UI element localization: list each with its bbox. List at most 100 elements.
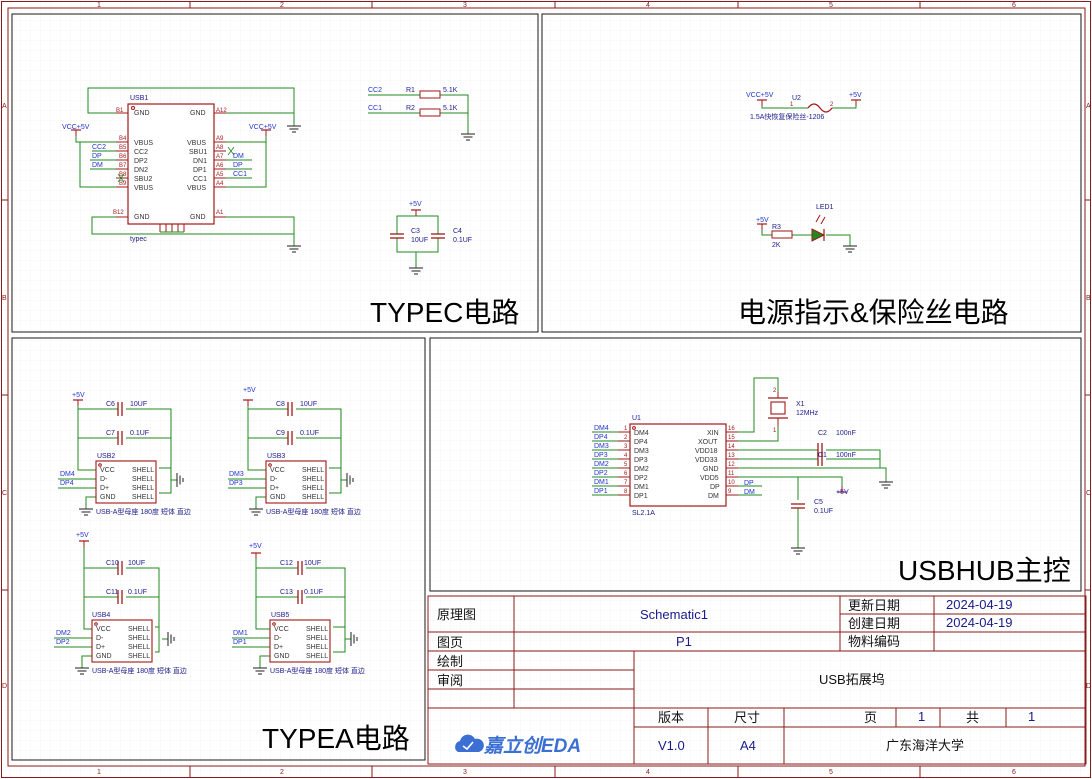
usb5-shell-2: SHELL (306, 635, 328, 642)
ruler-col-1: 1 (97, 2, 101, 9)
c4-value: 0.1UF (453, 237, 472, 244)
hub-net-dp3: DP3 (594, 452, 608, 459)
typec-net-cc2: CC2 (92, 144, 106, 151)
fuse-value: 1.5A快恢复保险丝-1206 (750, 112, 824, 121)
u1-num-8: 8 (624, 489, 628, 495)
usb5-ref: USB5 (271, 612, 289, 619)
c8-value: 10UF (300, 401, 317, 408)
tb-material-label: 物料编码 (848, 634, 900, 649)
tb-review-label: 审阅 (437, 673, 463, 688)
hub-section-title: USBHUB主控 (898, 555, 1071, 586)
typec-wires (75, 87, 295, 240)
u1-pin-dm2: DM2 (634, 466, 649, 473)
fuse-net-in: VCC+5V (746, 92, 774, 99)
typea-section-title: TYPEA电路 (262, 723, 410, 754)
usb2-shell-3: SHELL (132, 485, 154, 492)
usb1-pin-cc1: CC1 (193, 176, 207, 183)
hub-labels: C2 100nF C1 100nF C5 0.1UF +5V DP DM DM4… (594, 425, 856, 515)
usb4-pin-dp: D+ (96, 644, 105, 651)
usb1-num-a1: A1 (216, 210, 224, 216)
tb-update-label: 更新日期 (848, 598, 900, 613)
u1-ref: U1 (632, 415, 641, 422)
c3-ref: C3 (411, 228, 420, 235)
typea-module-usb4 (54, 540, 175, 675)
usb1-pin-vbus-b4: VBUS (134, 140, 153, 147)
usb1-num-b5: B5 (119, 145, 127, 151)
u1-num-10: 10 (728, 480, 735, 486)
c2-ref: C2 (818, 430, 827, 437)
c13-ref: C13 (280, 589, 293, 596)
usb2-net-dp: DP4 (60, 480, 74, 487)
c2-value: 100nF (836, 430, 856, 437)
u1-pin-xin: XIN (707, 430, 719, 437)
c5-ref: C5 (814, 499, 823, 506)
ruler-col-2: 2 (280, 2, 284, 9)
usb5-pin-dm: D- (274, 635, 282, 642)
usb2-pin-vcc: VCC (100, 467, 115, 474)
usb4-ref: USB4 (92, 612, 110, 619)
usb5-net-dm: DM1 (233, 630, 248, 637)
ruler-col-4-bottom: 4 (646, 769, 650, 776)
hub-section-box (429, 337, 1082, 592)
c10-ref: C10 (106, 560, 119, 567)
usb5-net-dp: DP1 (233, 639, 247, 646)
hub-net-dp: DP (744, 480, 754, 487)
usb2-pin-dp: D+ (100, 485, 109, 492)
ruler-col-1-bottom: 1 (97, 769, 101, 776)
usb3-value: USB-A型母座 180度 短体 直边 (266, 507, 361, 516)
ruler-row-b: B (2, 295, 7, 302)
r1-value: 5.1K (443, 87, 458, 94)
u1-num-3: 3 (624, 444, 628, 450)
usb3-shell-4: SHELL (302, 494, 324, 501)
c1-ref: C1 (818, 452, 827, 459)
usb1-pin-gnd-b12: GND (134, 110, 150, 117)
usb2-pin-dm: D- (100, 476, 108, 483)
usb1-pin-dp1: DP1 (193, 167, 207, 174)
usb4-shell-1: SHELL (128, 626, 150, 633)
usb4-net-dp: DP2 (56, 639, 70, 646)
tb-create-label: 创建日期 (848, 616, 900, 631)
tb-create: 2024-04-19 (946, 615, 1013, 630)
usb2-shell-1: SHELL (132, 467, 154, 474)
u1-num-13: 13 (728, 453, 735, 459)
power-section-title: 电源指示&保险丝电路 (738, 297, 1009, 328)
usb2-pin-gnd: GND (100, 494, 116, 501)
usb1-pin-dn2: DN2 (134, 167, 148, 174)
hub-crystal: X1 12MHz 2 1 (768, 388, 819, 434)
tb-schematic: Schematic1 (640, 607, 708, 622)
usb1-num-a12: A12 (216, 108, 227, 114)
typea-module-usb2 (58, 399, 184, 516)
ruler-col-3-bottom: 3 (463, 769, 467, 776)
tb-version: V1.0 (658, 738, 685, 753)
ruler-col-5-bottom: 5 (829, 769, 833, 776)
ruler-col-4: 4 (646, 2, 650, 9)
typec-net-dm: DM (92, 162, 103, 169)
tb-draw-label: 绘制 (437, 654, 463, 669)
usb5-shell-1: SHELL (306, 626, 328, 633)
c6-value: 10UF (130, 401, 147, 408)
r3-value: 2K (772, 242, 781, 249)
usb1-num-b6: B6 (119, 154, 127, 160)
usb2-net-5v: +5V (72, 392, 85, 399)
u1-pin-dp: DP (710, 484, 720, 491)
usb1-num-a6: A6 (216, 163, 224, 169)
usb5-pin-dp: D+ (274, 644, 283, 651)
hub-net-dm1: DM1 (594, 479, 609, 486)
usb2-net-dm: DM4 (60, 471, 75, 478)
usb3-ref: USB3 (267, 453, 285, 460)
usb1-pin-vbus-b9: VBUS (134, 185, 153, 192)
usb4-net-dm: DM2 (56, 630, 71, 637)
usb2-ref: USB2 (97, 453, 115, 460)
u1-num-4: 4 (624, 453, 628, 459)
usb2-shell-4: SHELL (132, 494, 154, 501)
x1-ref: X1 (796, 401, 805, 408)
fuse-pin1: 1 (790, 102, 794, 108)
u1-pin-dp3: DP3 (634, 457, 648, 464)
usb1-num-b1: B1 (116, 108, 124, 114)
hub-wires (592, 377, 887, 542)
cc-resistors: CC2 CC1 R1 R2 5.1K 5.1K (368, 87, 476, 141)
tb-size-label: 尺寸 (734, 710, 760, 725)
typec-caps: +5V C3 10UF C4 0.1UF (389, 201, 472, 275)
